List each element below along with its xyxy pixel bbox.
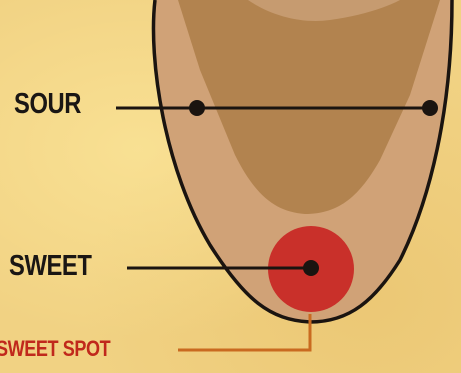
sweet-spot-label: SWEET SPOT — [0, 336, 110, 362]
sweet-marker — [303, 260, 319, 276]
sweet-label: SWEET — [9, 250, 92, 283]
sour-label: SOUR — [14, 88, 81, 121]
sour-marker-left — [189, 100, 205, 116]
sour-marker-right — [422, 100, 438, 116]
